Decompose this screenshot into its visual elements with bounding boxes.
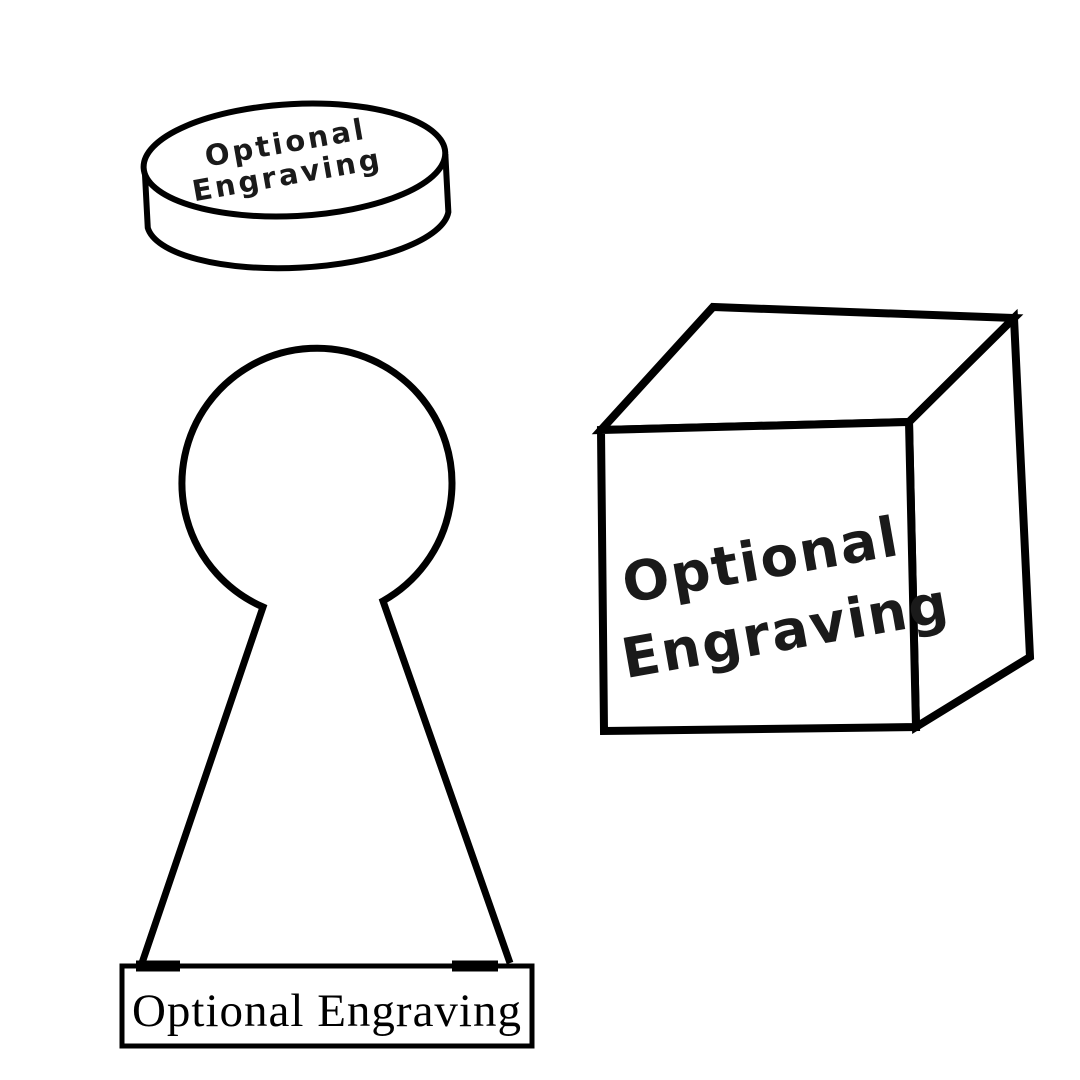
pawn-base-engraving-label: Optional Engraving [132, 985, 522, 1037]
disc-top-face [140, 100, 449, 220]
pawn-body-outline [138, 344, 514, 965]
pawn-piece: Optional Engraving [119, 344, 535, 1049]
disc-token: Optional Engraving [140, 100, 452, 272]
cube-front-face [596, 417, 921, 736]
cube-piece: Optional Engraving [591, 302, 1035, 736]
disc-side [141, 153, 452, 272]
pawn-base [119, 963, 535, 1049]
